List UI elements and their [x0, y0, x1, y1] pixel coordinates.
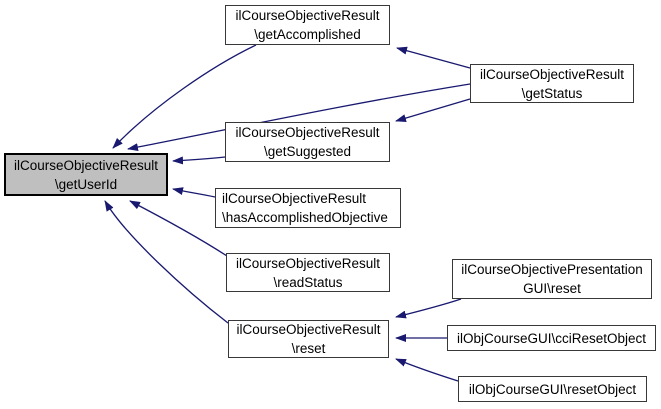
node-presentation-gui-reset[interactable]: ilCourseObjectivePresentation GUI\reset	[452, 259, 652, 299]
edge-getstatus-to-getaccomplished	[396, 46, 471, 69]
node-label-line1: ilCourseObjectiveResult	[13, 157, 159, 173]
node-label-line2: \hasAccomplishedObjective	[222, 210, 388, 225]
node-label-line2: GUI\reset	[523, 281, 581, 296]
edge-reset-to-getuserid	[104, 200, 229, 324]
edge-getsuggested-to-getuserid	[172, 156, 226, 165]
node-reset[interactable]: ilCourseObjectiveResult \reset	[228, 320, 389, 358]
node-get-status[interactable]: ilCourseObjectiveResult \getStatus	[470, 64, 634, 103]
node-label-line1: ilObjCourseGUI\cciResetObject	[456, 330, 647, 346]
node-label-line1: ilCourseObjectiveResult	[235, 255, 381, 271]
node-label-line1: ilCourseObjectivePresentation	[461, 262, 643, 277]
node-label-line1: ilObjCourseGUI\resetObject	[468, 381, 637, 397]
edge-getstatus-to-getsuggested	[395, 98, 471, 122]
edge-presentationguireset-to-reset	[395, 298, 462, 319]
node-reset-object[interactable]: ilObjCourseGUI\resetObject	[458, 376, 647, 402]
node-label-line2: \getStatus	[521, 85, 583, 101]
node-get-user-id: ilCourseObjectiveResult \getUserId	[4, 153, 168, 196]
node-cci-reset-object[interactable]: ilObjCourseGUI\cciResetObject	[447, 325, 656, 351]
edge-hasaccomplishedobjective-to-getuserid	[172, 187, 216, 198]
edge-readstatus-to-getuserid	[129, 200, 228, 257]
node-has-accomplished-objective[interactable]: ilCourseObjectiveResult \hasAccomplished…	[215, 188, 401, 228]
node-label-line1: ilCourseObjectiveResult	[479, 66, 625, 82]
node-label-line2: \readStatus	[273, 274, 343, 290]
node-label-line1: ilCourseObjectiveResult	[236, 322, 381, 337]
edge-getaccomplished-to-getuserid	[112, 44, 257, 149]
node-label-line2: \getAccomplished	[254, 27, 361, 42]
edge-getstatus-to-getuserid	[127, 83, 471, 152]
edge-resetobject-to-reset	[395, 358, 459, 382]
node-label-line1: ilCourseObjectiveResult	[222, 191, 367, 206]
node-get-suggested[interactable]: ilCourseObjectiveResult \getSuggested	[225, 122, 390, 162]
node-label-line2: \getSuggested	[263, 144, 352, 159]
node-label-line1: ilCourseObjectiveResult	[235, 125, 380, 140]
node-label-line2: \getUserId	[54, 176, 118, 192]
node-label-line1: ilCourseObjectiveResult	[235, 8, 380, 23]
node-get-accomplished[interactable]: ilCourseObjectiveResult \getAccomplished	[225, 5, 390, 45]
node-label-line2: \reset	[291, 341, 326, 356]
node-read-status[interactable]: ilCourseObjectiveResult \readStatus	[226, 253, 390, 292]
